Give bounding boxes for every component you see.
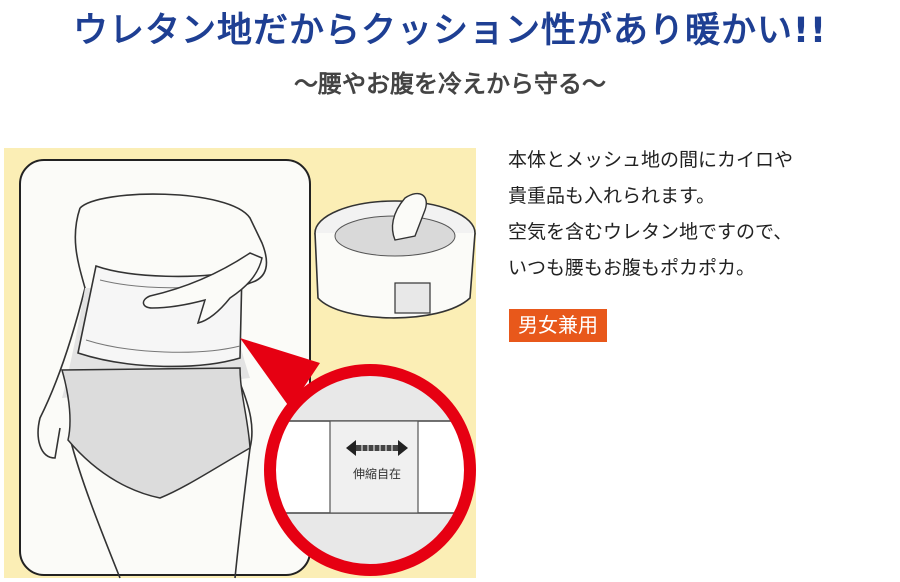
underwear: [61, 367, 251, 499]
hand: [142, 252, 263, 325]
subheadline: 〜腰やお腹を冷えから守る〜: [294, 70, 606, 98]
belt-pocket-illustration: [314, 192, 476, 319]
unisex-badge: 男女兼用: [509, 309, 607, 342]
description-line: いつも腰もお腹もポカポカ。: [508, 257, 756, 279]
product-illustration: 伸縮自在: [0, 148, 482, 582]
headline: ウレタン地だからクッション性があり暖かい!!: [73, 11, 827, 51]
callout-label: 伸縮自在: [353, 466, 401, 481]
description-line: 本体とメッシュ地の間にカイロや: [508, 149, 794, 171]
description-line: 空気を含むウレタン地ですので、: [508, 221, 793, 243]
stretch-arrows-icon: [346, 440, 408, 456]
description: 本体とメッシュ地の間にカイロや 貴重品も入れられます。 空気を含むウレタン地です…: [508, 142, 900, 286]
description-line: 貴重品も入れられます。: [508, 185, 716, 207]
